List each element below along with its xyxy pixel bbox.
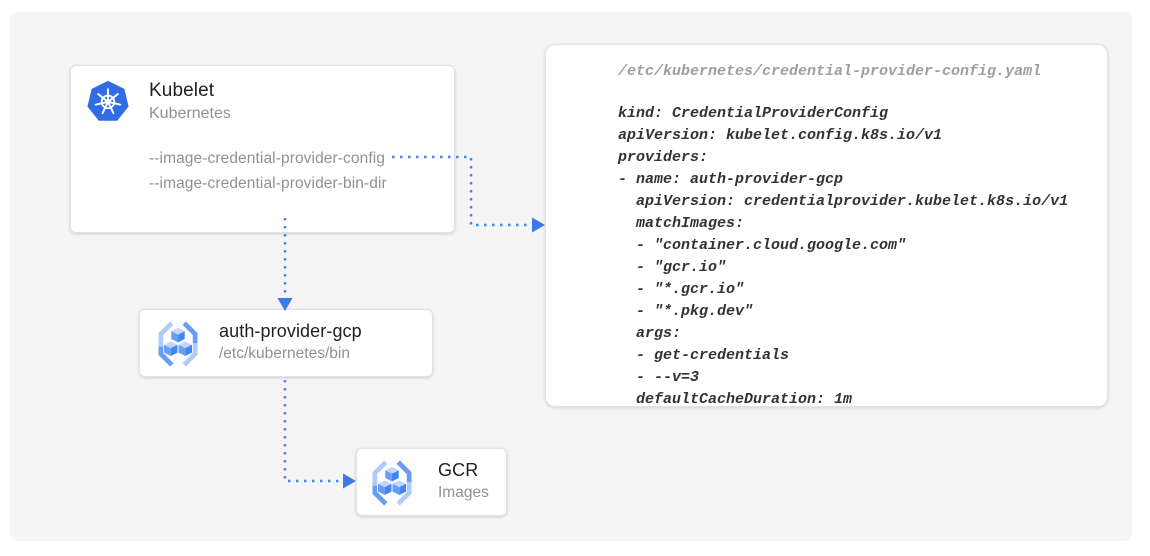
node-auth-provider-gcp: auth-provider-gcp /etc/kubernetes/bin	[139, 309, 433, 377]
kubelet-subtitle: Kubernetes	[149, 105, 231, 122]
yaml-file-path: /etc/kubernetes/credential-provider-conf…	[618, 63, 1042, 80]
credential-provider-config-card: /etc/kubernetes/credential-provider-conf…	[545, 44, 1108, 408]
gcr-cubes-icon	[152, 318, 204, 375]
flag-image-credential-provider-bin-dir: --image-credential-provider-bin-dir	[149, 175, 387, 192]
gcr-subtitle: Images	[438, 484, 489, 501]
gcr-cubes-icon	[366, 457, 418, 514]
kubelet-title: Kubelet	[149, 80, 215, 101]
flag-image-credential-provider-config: --image-credential-provider-config	[149, 150, 385, 167]
node-gcr: GCR Images	[356, 448, 507, 516]
kubelet-flags: --image-credential-provider-config --ima…	[149, 146, 387, 196]
auth-provider-title: auth-provider-gcp	[219, 321, 362, 341]
gcr-title: GCR	[438, 460, 479, 480]
node-kubelet: Kubelet Kubernetes --image-credential-pr…	[70, 65, 455, 233]
kubernetes-icon	[87, 80, 129, 127]
yaml-code: kind: CredentialProviderConfig apiVersio…	[618, 105, 1069, 408]
auth-provider-path: /etc/kubernetes/bin	[219, 345, 350, 362]
